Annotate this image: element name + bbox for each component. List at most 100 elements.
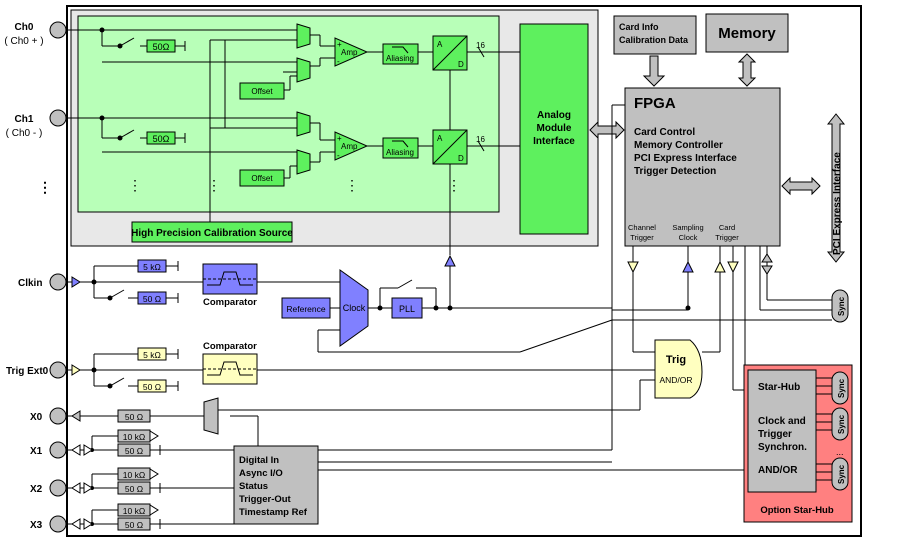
svg-text:Channel: Channel: [628, 223, 656, 232]
pullup-markers: [149, 430, 159, 516]
svg-text:Aliasing: Aliasing: [386, 54, 414, 63]
svg-text:10 kΩ: 10 kΩ: [123, 432, 145, 442]
ch0-connector[interactable]: [49, 21, 67, 39]
svg-text:Comparator: Comparator: [203, 341, 257, 352]
svg-text:Module: Module: [537, 123, 572, 134]
svg-text:Timestamp Ref: Timestamp Ref: [239, 507, 308, 518]
pll-block: PLL: [391, 297, 423, 319]
svg-text:AND/OR: AND/OR: [758, 465, 798, 476]
x3-connector[interactable]: [49, 515, 67, 533]
svg-text:Clkin: Clkin: [18, 278, 42, 289]
svg-text:Async I/O: Async I/O: [239, 468, 283, 479]
svg-text:Sync: Sync: [837, 464, 846, 484]
input-muxes: [296, 23, 311, 175]
svg-text:10 kΩ: 10 kΩ: [123, 470, 145, 480]
svg-text:High Precision Calibration Sou: High Precision Calibration Source: [131, 228, 293, 239]
x0-connector[interactable]: [49, 407, 67, 425]
offset-ch1: Offset: [239, 169, 285, 187]
input-connectors[interactable]: [49, 21, 67, 533]
svg-text:FPGA: FPGA: [634, 95, 676, 112]
svg-text:D: D: [458, 60, 464, 69]
svg-text:A: A: [437, 134, 443, 143]
adc-clock-marker: [444, 254, 456, 267]
svg-text:Calibration Data: Calibration Data: [619, 35, 689, 45]
svg-text:PCI Express Interface: PCI Express Interface: [634, 153, 737, 164]
svg-text:Trigger-Out: Trigger-Out: [239, 494, 292, 505]
svg-text:-: -: [337, 151, 340, 160]
svg-text:Memory: Memory: [718, 25, 776, 42]
svg-text:Sync: Sync: [837, 378, 846, 398]
svg-text:⋮: ⋮: [128, 177, 142, 193]
pcie-arrow: [781, 176, 821, 196]
svg-text:X2: X2: [30, 484, 43, 495]
svg-text:Amp: Amp: [341, 48, 358, 57]
x0-driver: [203, 397, 219, 435]
svg-text:Status: Status: [239, 481, 268, 492]
x1-resistors: 10 kΩ 50 Ω: [117, 429, 151, 457]
clkin-5k-resistor: 5 kΩ: [137, 259, 167, 273]
svg-text:Trigger: Trigger: [715, 233, 739, 242]
svg-text:50 Ω: 50 Ω: [143, 382, 161, 392]
memory-block: Memory: [705, 13, 789, 53]
svg-text:⋮: ⋮: [38, 179, 52, 195]
cardinfo-arrow: [642, 55, 666, 87]
x2-connector[interactable]: [49, 479, 67, 497]
ch1-connector[interactable]: [49, 109, 67, 127]
svg-text:Option Star-Hub: Option Star-Hub: [760, 505, 834, 516]
svg-text:A: A: [437, 40, 443, 49]
svg-text:AND/OR: AND/OR: [659, 375, 692, 385]
svg-text:50Ω: 50Ω: [153, 134, 170, 144]
svg-text:Card: Card: [719, 223, 735, 232]
io-direction-markers: [71, 276, 93, 530]
svg-text:Trigger: Trigger: [630, 233, 654, 242]
svg-text:⋮: ⋮: [207, 177, 221, 193]
svg-text:Amp: Amp: [341, 142, 358, 151]
fpga-block: FPGA Card Control Memory Controller PCI …: [624, 87, 781, 247]
trig-connector[interactable]: [49, 361, 67, 379]
digital-io-block: Digital In Async I/O Status Trigger-Out …: [233, 445, 319, 525]
analog-module-interface: Analog Module Interface: [519, 23, 589, 235]
svg-text:Digital In: Digital In: [239, 455, 279, 466]
memory-arrow: [737, 53, 757, 87]
svg-text:+: +: [337, 40, 342, 49]
svg-text:50 Ω: 50 Ω: [143, 294, 161, 304]
svg-text:16: 16: [476, 41, 485, 50]
trig-andor-block: Trig AND/OR: [654, 339, 703, 399]
svg-text:( Ch0 - ): ( Ch0 - ): [6, 128, 43, 139]
svg-text:Card Control: Card Control: [634, 127, 695, 138]
svg-text:5 kΩ: 5 kΩ: [143, 350, 161, 360]
aliasing-filter-ch0: Aliasing: [382, 43, 419, 65]
svg-text:10 kΩ: 10 kΩ: [123, 506, 145, 516]
svg-text:50 Ω: 50 Ω: [125, 412, 143, 422]
svg-text:Memory Controller: Memory Controller: [634, 140, 723, 151]
clkin-connector[interactable]: [49, 273, 67, 291]
amp-ch0: Amp + -: [334, 37, 369, 67]
svg-text:Reference: Reference: [286, 304, 325, 314]
star-hub-sync-connectors: Sync Sync ... Sync: [816, 371, 849, 491]
x0-50-resistor: 50 Ω: [117, 409, 151, 423]
reference-block: Reference: [281, 297, 331, 319]
x2-resistors: 10 kΩ 50 Ω: [117, 467, 151, 495]
svg-text:X0: X0: [30, 412, 43, 423]
svg-text:Card Info: Card Info: [619, 22, 659, 32]
aliasing-filter-ch1: Aliasing: [382, 137, 419, 159]
svg-text:Analog: Analog: [537, 110, 571, 121]
clkin-comparator: Comparator: [202, 263, 258, 308]
svg-text:Offset: Offset: [251, 87, 273, 96]
svg-text:PCI Express Interface: PCI Express Interface: [832, 152, 843, 255]
svg-text:Trig Ext0: Trig Ext0: [6, 366, 49, 377]
svg-text:Trig: Trig: [666, 354, 686, 366]
svg-text:-: -: [337, 57, 340, 66]
svg-text:Clock: Clock: [679, 233, 698, 242]
x1-connector[interactable]: [49, 441, 67, 459]
svg-text:Sync: Sync: [837, 296, 846, 316]
svg-text:⋮: ⋮: [447, 177, 461, 193]
pcie-bar: PCI Express Interface: [826, 113, 846, 263]
svg-text:Star-Hub: Star-Hub: [758, 382, 800, 393]
clkin-50-resistor: 50 Ω: [137, 291, 167, 305]
svg-text:Trigger Detection: Trigger Detection: [634, 166, 716, 177]
svg-text:PLL: PLL: [399, 304, 415, 314]
svg-text:Interface: Interface: [533, 136, 575, 147]
trig-50-resistor: 50 Ω: [137, 379, 167, 393]
fpga-port-markers: [627, 253, 773, 275]
